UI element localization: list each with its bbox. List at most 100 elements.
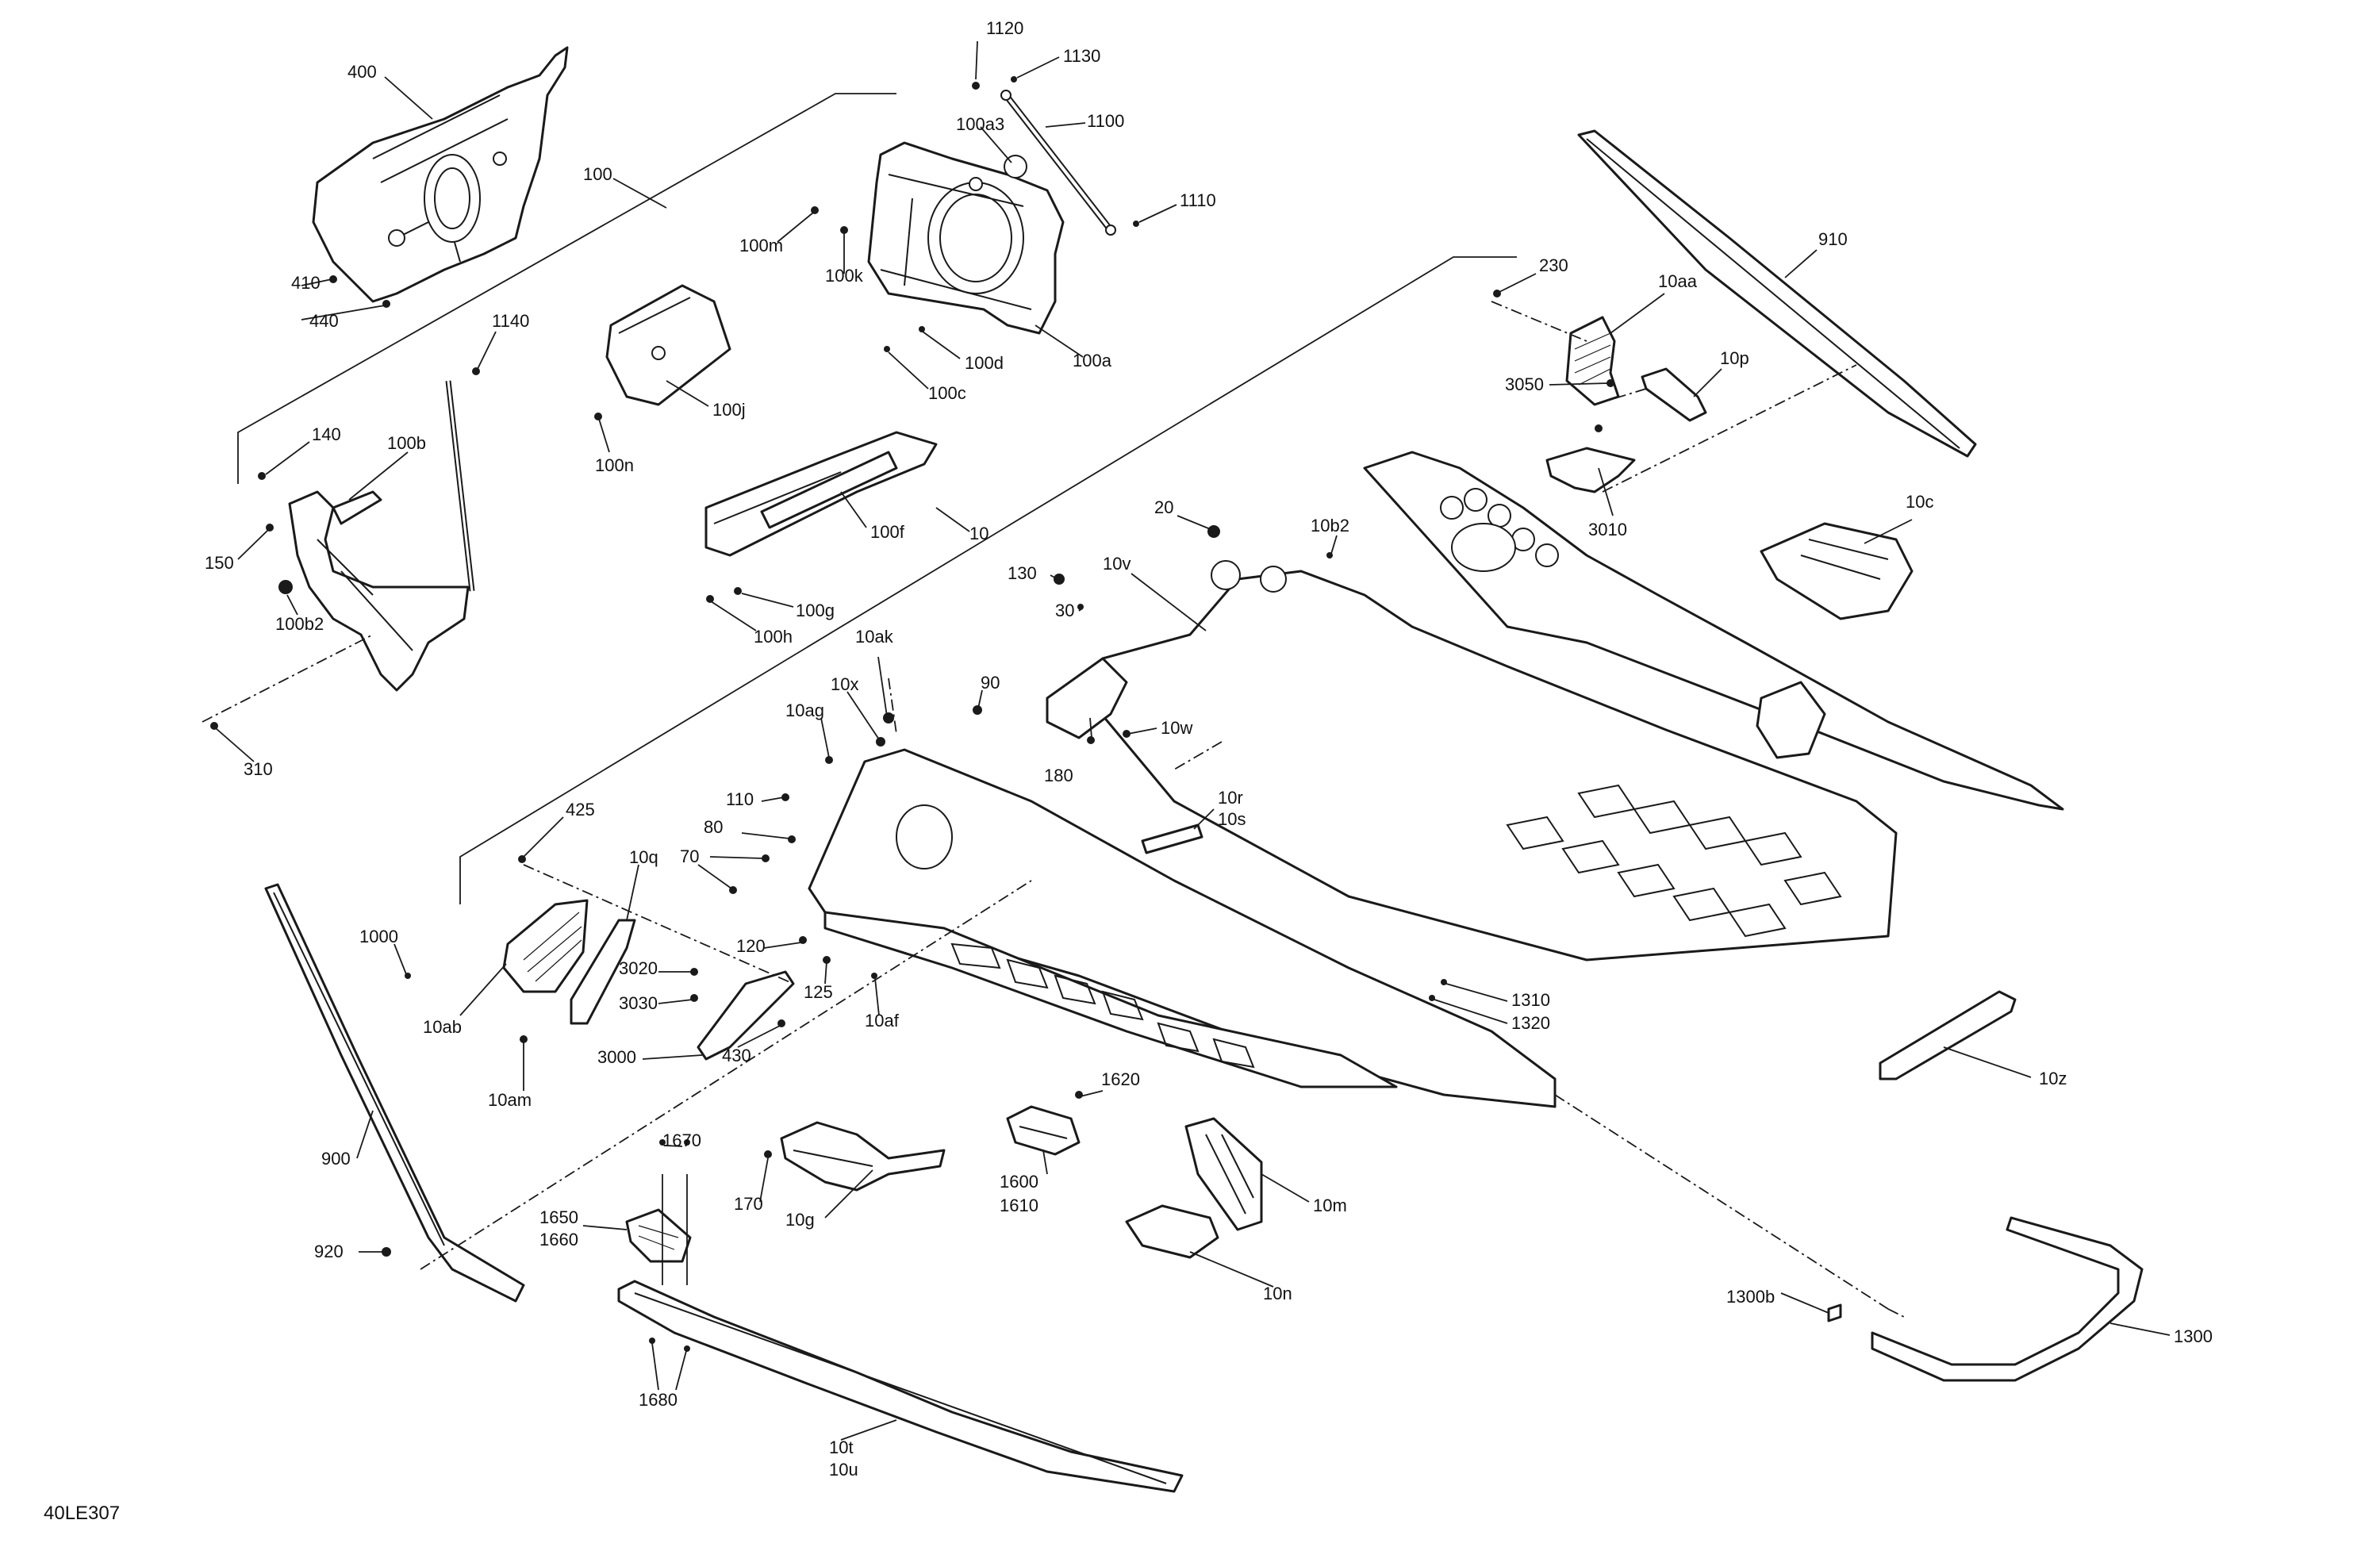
- assembly-phantom-lines: [202, 301, 1905, 1318]
- callout-1610: 1610: [1000, 1196, 1038, 1215]
- callout-70: 70: [680, 846, 699, 866]
- callout-140: 140: [312, 424, 341, 444]
- part-10p-bracket: [1641, 367, 1707, 422]
- callout-170: 170: [734, 1194, 763, 1214]
- callout-125: 125: [804, 982, 833, 1002]
- part-1100-strut: [1000, 90, 1116, 236]
- part-1300-rear-bumper: [1827, 1216, 2144, 1382]
- callout-1600: 1600: [1000, 1172, 1038, 1192]
- callout-410: 410: [291, 273, 321, 293]
- callout-10n: 10n: [1263, 1284, 1292, 1303]
- callout-1130: 1130: [1063, 46, 1100, 66]
- callout-100a3: 100a3: [956, 114, 1004, 134]
- callout-100m: 100m: [739, 236, 783, 255]
- group-10-bracket: [459, 256, 1517, 904]
- callout-10: 10: [969, 524, 988, 543]
- callout-3030: 3030: [619, 993, 658, 1013]
- callout-1100: 1100: [1087, 111, 1124, 131]
- callout-100: 100: [583, 164, 612, 184]
- callout-310: 310: [244, 759, 273, 779]
- callout-10t: 10t: [829, 1437, 854, 1457]
- part-10g-bracket: [780, 1121, 946, 1192]
- callout-1660: 1660: [539, 1230, 578, 1249]
- part-3000-bracket: [697, 970, 795, 1061]
- tunnel-deck-cutouts: [1506, 784, 1842, 938]
- callout-400: 400: [347, 62, 377, 82]
- callout-100d: 100d: [965, 353, 1004, 373]
- callout-10u: 10u: [829, 1460, 858, 1480]
- callout-10p: 10p: [1720, 348, 1749, 368]
- callout-10c: 10c: [1906, 492, 1933, 512]
- callout-10z: 10z: [2039, 1069, 2067, 1088]
- callout-1620: 1620: [1101, 1069, 1140, 1089]
- part-3010-bracket: [1545, 447, 1636, 493]
- callout-1110: 1110: [1180, 190, 1216, 210]
- callout-425: 425: [566, 800, 595, 819]
- callout-10r: 10r: [1218, 788, 1243, 808]
- part-100j-plate: [605, 284, 731, 406]
- part-10c-rear-cover: [1760, 522, 1914, 620]
- callout-100f: 100f: [870, 522, 905, 542]
- callout-10v: 10v: [1103, 554, 1130, 574]
- leader-lines: [215, 40, 2171, 1441]
- callout-100k: 100k: [825, 266, 864, 286]
- callout-10b2: 10b2: [1311, 516, 1349, 535]
- part-10-tunnel: [808, 451, 2064, 1108]
- callout-100a: 100a: [1073, 351, 1112, 370]
- part-10t-running-board: [617, 1280, 1184, 1493]
- callout-10w: 10w: [1161, 718, 1192, 738]
- callout-100b2: 100b2: [275, 614, 324, 634]
- callout-10ag: 10ag: [785, 700, 824, 720]
- callout-1300b: 1300b: [1726, 1287, 1775, 1307]
- group-100-bracket: [237, 93, 896, 484]
- callout-900: 900: [321, 1149, 351, 1169]
- part-100a-front-structure: [867, 141, 1065, 335]
- callout-3020: 3020: [619, 958, 658, 978]
- callout-100b: 100b: [387, 433, 426, 453]
- callout-1650: 1650: [539, 1207, 578, 1227]
- part-1600-footrest: [1006, 1105, 1081, 1156]
- callout-3010: 3010: [1588, 520, 1627, 539]
- callout-910: 910: [1818, 229, 1848, 249]
- callout-labels: 400 100 410 440 1120 1130 100a3 1100 111…: [205, 18, 2213, 1480]
- callout-10af: 10af: [865, 1011, 900, 1031]
- part-100f-bracket: [704, 431, 938, 557]
- callout-1320: 1320: [1511, 1013, 1550, 1033]
- callout-1680: 1680: [639, 1390, 678, 1410]
- callout-30: 30: [1055, 601, 1074, 620]
- callout-3050: 3050: [1505, 374, 1544, 394]
- callout-1120: 1120: [986, 18, 1023, 38]
- callout-90: 90: [981, 673, 1000, 693]
- callout-80: 80: [704, 817, 723, 837]
- callout-120: 120: [736, 936, 766, 956]
- callout-100h: 100h: [754, 627, 793, 647]
- callout-180: 180: [1044, 766, 1073, 785]
- part-10m-panel: [1184, 1117, 1263, 1231]
- tunnel-side-cutouts: [950, 942, 1255, 1069]
- callout-10aa: 10aa: [1658, 271, 1698, 291]
- callout-3000: 3000: [597, 1047, 636, 1067]
- callout-10q: 10q: [629, 847, 658, 867]
- callout-230: 230: [1539, 255, 1568, 275]
- callout-10g: 10g: [785, 1210, 815, 1230]
- callout-20: 20: [1154, 497, 1173, 517]
- callout-100g: 100g: [796, 601, 835, 620]
- part-900-side-rail: [264, 883, 525, 1303]
- callout-10am: 10am: [488, 1090, 532, 1110]
- callout-10x: 10x: [831, 674, 858, 694]
- callout-1140: 1140: [492, 311, 529, 331]
- part-10r-bracket: [1141, 823, 1203, 854]
- callout-440: 440: [309, 311, 339, 331]
- part-10aa-side-panel: [1565, 316, 1620, 406]
- part-10q-bracket: [570, 919, 636, 1025]
- callout-10ab: 10ab: [423, 1017, 462, 1037]
- callout-10ak: 10ak: [855, 627, 894, 647]
- part-10ab-panel: [502, 899, 589, 993]
- callout-1000: 1000: [359, 927, 398, 946]
- callout-130: 130: [1008, 563, 1037, 583]
- figure-id: 40LE307: [44, 1503, 120, 1524]
- callout-110: 110: [726, 789, 754, 809]
- callout-150: 150: [205, 553, 234, 573]
- callout-100j: 100j: [712, 400, 746, 420]
